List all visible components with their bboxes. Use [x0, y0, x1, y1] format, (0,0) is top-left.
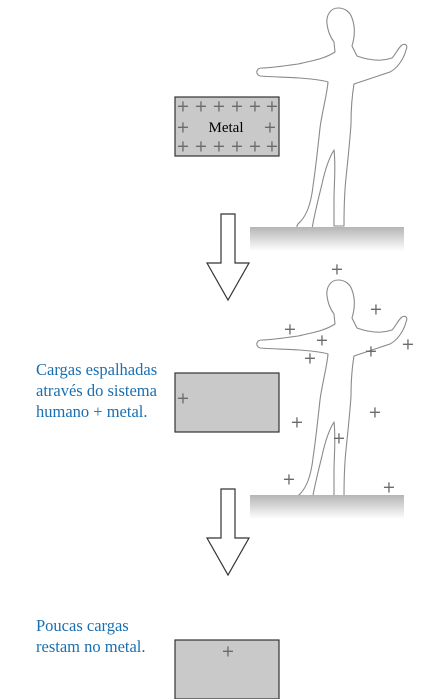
metal-block-3: [174, 639, 280, 699]
charge-plus: +: [265, 97, 278, 116]
charge-plus: +: [263, 118, 276, 137]
down-arrow-2: [205, 488, 251, 577]
charge-plus: +: [401, 335, 414, 354]
charge-plus: +: [283, 320, 296, 339]
charge-plus: +: [290, 413, 303, 432]
floor-platform-2: [250, 495, 404, 519]
floor-platform-1: [250, 227, 404, 251]
charge-plus: +: [212, 97, 225, 116]
stage-1-charged-metal: + + + + + + + + + + + + + + Metal: [174, 7, 408, 251]
down-arrow-1: [205, 213, 251, 302]
charge-plus: +: [369, 300, 382, 319]
charge-plus: +: [303, 349, 316, 368]
charge-plus: +: [368, 403, 381, 422]
charge-plus: +: [382, 478, 395, 497]
charge-plus: +: [265, 137, 278, 156]
metal-block-1: + + + + + + + + + + + + + + Metal: [174, 96, 280, 157]
charge-plus: +: [194, 97, 207, 116]
stage-2-contact: + + + + + + + + + + + + +: [174, 260, 415, 519]
charge-plus: +: [176, 118, 189, 137]
caption-charges-spread: Cargas espalhadas através do sistema hum…: [36, 360, 158, 421]
charge-plus: +: [248, 97, 261, 116]
metal-label: Metal: [209, 120, 244, 136]
charge-plus: +: [364, 342, 377, 361]
charge-plus: +: [194, 137, 207, 156]
charge-plus: +: [315, 331, 328, 350]
metal-block-1-charges: + + + + + + + + + + + + + +: [176, 97, 278, 156]
stage-3-discharged-metal: +: [174, 639, 280, 699]
charge-plus: +: [330, 260, 343, 279]
metal-block-2: [174, 372, 280, 433]
charge-plus: +: [176, 389, 189, 408]
charge-plus: +: [221, 642, 234, 661]
charge-plus: +: [212, 137, 225, 156]
charge-plus: +: [248, 137, 261, 156]
caption-few-charges-remain: Poucas cargas restam no metal.: [36, 616, 146, 656]
charge-plus: +: [230, 97, 243, 116]
charge-plus: +: [176, 97, 189, 116]
stage-2-charges: + + + + + + + + + + + + +: [176, 260, 414, 497]
charge-plus: +: [176, 137, 189, 156]
charge-plus: +: [282, 470, 295, 489]
charge-plus: +: [332, 429, 345, 448]
charge-plus: +: [230, 137, 243, 156]
